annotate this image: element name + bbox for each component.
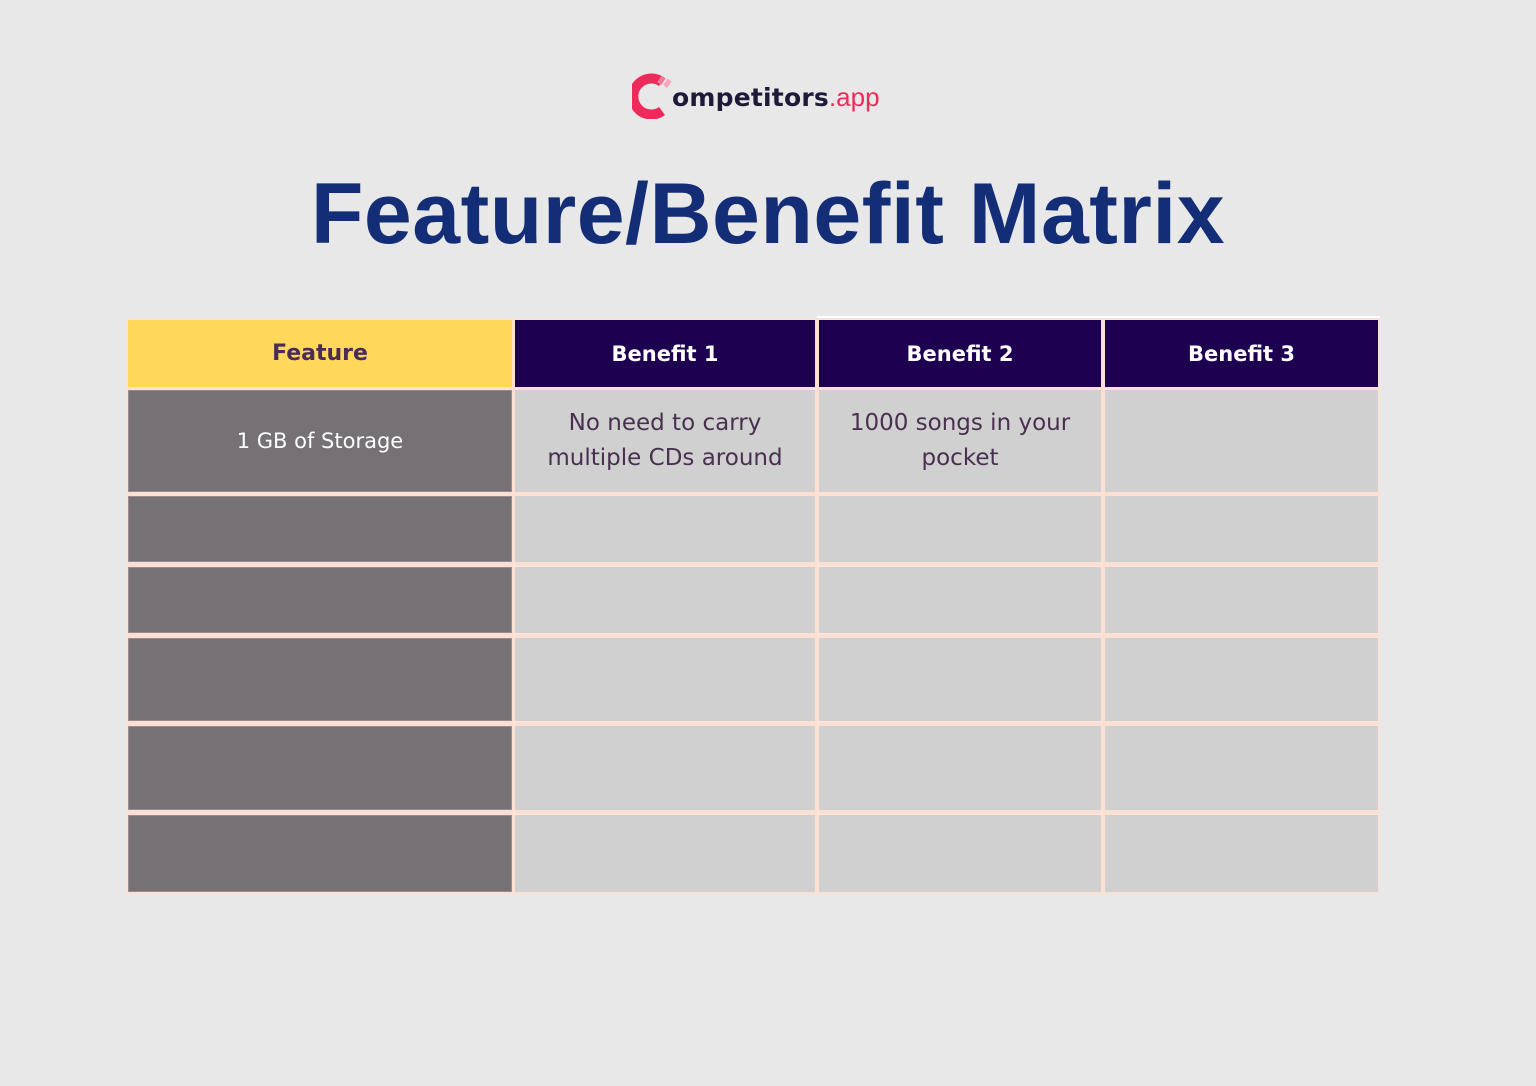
benefit-cell[interactable] (515, 567, 815, 633)
header-feature: Feature (128, 320, 512, 387)
feature-cell[interactable] (128, 567, 512, 633)
feature-benefit-matrix: Feature Benefit 1 Benefit 2 Benefit 3 1 … (126, 318, 1380, 894)
feature-cell[interactable] (128, 496, 512, 562)
brand-wordmark: ompetitors .app (672, 84, 880, 110)
benefit-cell[interactable]: No need to carry multiple CDs around (515, 390, 815, 492)
benefit-cell[interactable] (819, 726, 1101, 810)
benefit-cell[interactable] (515, 496, 815, 562)
brand-name: ompetitors (672, 83, 829, 112)
benefit-cell[interactable] (819, 815, 1101, 892)
benefit-cell[interactable] (515, 815, 815, 892)
benefit-cell[interactable] (515, 726, 815, 810)
header-top-border (817, 316, 1380, 319)
benefit-cell[interactable] (515, 638, 815, 721)
benefit-cell[interactable] (1105, 496, 1378, 562)
feature-cell[interactable]: 1 GB of Storage (128, 390, 512, 492)
competitors-c-logo-icon (628, 73, 676, 120)
benefit-cell[interactable] (819, 496, 1101, 562)
benefit-cell[interactable] (1105, 390, 1378, 492)
brand-logo: ompetitors .app (628, 72, 880, 120)
page-title: Feature/Benefit Matrix (310, 166, 1226, 262)
feature-cell[interactable] (128, 726, 512, 810)
benefit-cell[interactable] (819, 567, 1101, 633)
benefit-cell[interactable] (1105, 567, 1378, 633)
header-benefit-3: Benefit 3 (1105, 320, 1378, 387)
header-benefit-2: Benefit 2 (819, 320, 1101, 387)
feature-cell[interactable] (128, 815, 512, 892)
brand-tld: .app (828, 82, 880, 112)
benefit-cell[interactable] (1105, 815, 1378, 892)
benefit-cell[interactable] (1105, 638, 1378, 721)
benefit-cell[interactable] (1105, 726, 1378, 810)
benefit-cell[interactable] (819, 638, 1101, 721)
header-benefit-1: Benefit 1 (515, 320, 815, 387)
feature-cell[interactable] (128, 638, 512, 721)
benefit-cell[interactable]: 1000 songs in your pocket (819, 390, 1101, 492)
